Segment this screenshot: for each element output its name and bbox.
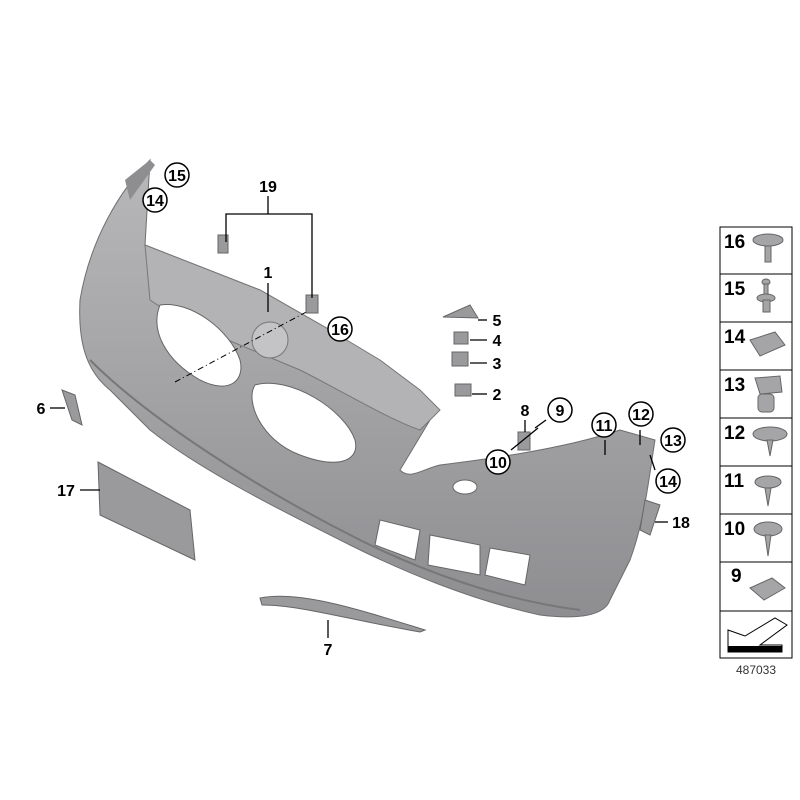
forward-arrow-icon <box>727 617 788 653</box>
clip-part-8 <box>517 431 531 451</box>
bracket-part-19a <box>217 234 229 254</box>
expanding-nut-icon <box>754 375 783 413</box>
callout-9: 9 <box>556 403 565 420</box>
legend-number-9: 9 <box>731 566 742 587</box>
legend-number-12: 12 <box>724 423 745 444</box>
legend-number-16: 16 <box>724 232 745 253</box>
callout-13: 13 <box>664 433 682 450</box>
licence-plate-base-17 <box>97 461 196 561</box>
legend-number-15: 15 <box>724 279 746 300</box>
legend-number-13: 13 <box>724 375 745 396</box>
callout-3: 3 <box>493 356 502 373</box>
callout-12: 12 <box>632 407 650 424</box>
callout-17: 17 <box>57 483 75 500</box>
callout-6: 6 <box>37 401 46 418</box>
callout-5: 5 <box>493 313 502 330</box>
bracket-part-4 <box>453 331 469 345</box>
hex-collar-screw-icon <box>753 521 783 557</box>
callout-8: 8 <box>521 403 530 420</box>
leader-lines <box>50 196 668 638</box>
trim-strip-7 <box>259 595 427 633</box>
callout-labels: 15 14 16 9 10 11 12 13 14 19 1 5 4 3 2 8… <box>37 168 690 659</box>
collar-screw-icon <box>754 475 782 507</box>
fastener-legend: 16 15 14 13 12 11 10 9 <box>719 226 793 659</box>
grille-part-6 <box>61 389 83 426</box>
screw-with-washer-icon <box>752 233 784 263</box>
callout-1: 1 <box>264 265 273 282</box>
spring-nut-icon <box>749 577 786 601</box>
expanding-rivet-icon <box>756 278 776 313</box>
callout-15: 15 <box>168 168 186 185</box>
callout-11: 11 <box>596 418 613 435</box>
callout-18: 18 <box>672 515 690 532</box>
holder-part-3 <box>451 351 469 367</box>
legend-number-14: 14 <box>724 327 746 348</box>
clip-nut-icon <box>749 331 786 357</box>
small-parts <box>61 234 661 633</box>
callout-14: 14 <box>659 474 677 491</box>
bracket-part-18 <box>639 499 661 536</box>
callout-10: 10 <box>489 455 507 472</box>
front-bumper-panel <box>79 158 656 618</box>
collar-screw-large-icon <box>752 426 788 457</box>
cover-part-5 <box>442 304 479 319</box>
callout-2: 2 <box>493 387 502 404</box>
callout-14: 14 <box>146 193 164 210</box>
holder-part-2 <box>454 383 472 397</box>
diagram-id: 487033 <box>736 663 776 677</box>
callout-16: 16 <box>331 322 349 339</box>
callout-7: 7 <box>324 642 333 659</box>
callout-4: 4 <box>493 333 502 350</box>
legend-number-10: 10 <box>724 519 745 540</box>
callout-19: 19 <box>259 179 277 196</box>
callout-circles <box>142 162 686 494</box>
legend-number-11: 11 <box>724 471 745 492</box>
